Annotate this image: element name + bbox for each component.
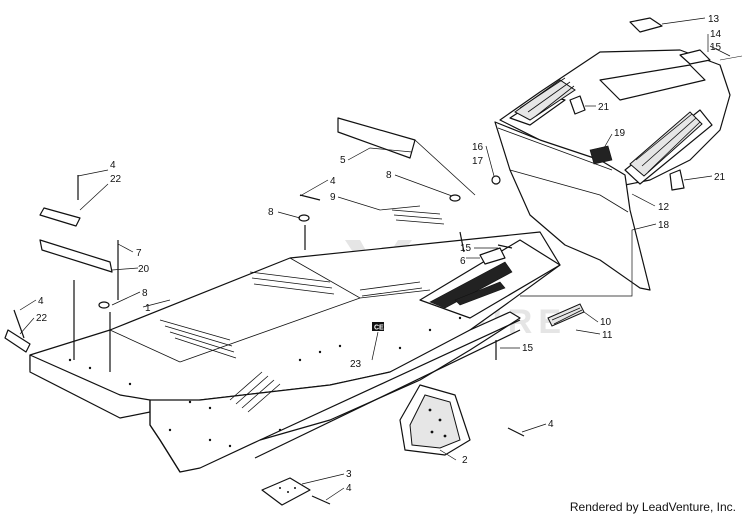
callout-4-lower-left: 4 — [38, 296, 44, 307]
snow-flap — [494, 121, 651, 291]
callout-labels: 13 14 15 21 19 16 17 21 12 18 5 8 4 9 8 … — [36, 14, 726, 494]
tunnel-frame — [29, 209, 561, 473]
callout-13: 13 — [708, 14, 720, 25]
decal-strip — [337, 117, 476, 196]
cap-13-part — [629, 17, 663, 33]
callout-20: 20 — [138, 264, 150, 275]
callout-21: 21 — [598, 102, 610, 113]
callout-22-lower-left: 22 — [36, 313, 48, 324]
callout-19: 19 — [614, 128, 626, 139]
callout-9: 9 — [330, 192, 336, 203]
reflector-plate — [261, 477, 311, 506]
callout-16: 16 — [472, 142, 484, 153]
callout-21-right: 21 — [714, 172, 726, 183]
callout-4-mid: 4 — [330, 176, 336, 187]
callout-7: 7 — [136, 248, 142, 259]
callout-1: 1 — [145, 303, 151, 314]
hitch-bracket — [399, 384, 471, 456]
screw-15-part — [719, 55, 743, 61]
render-credit: Rendered by LeadVenture, Inc. — [569, 500, 736, 514]
callout-6: 6 — [460, 256, 466, 267]
rear-extension — [419, 239, 561, 319]
callout-22-left: 22 — [110, 174, 122, 185]
callout-4-bottom: 4 — [346, 483, 352, 494]
callout-17: 17 — [472, 156, 484, 167]
callout-10: 10 — [600, 317, 612, 328]
cap-14-part — [679, 49, 711, 65]
callout-15-lower: 15 — [522, 343, 534, 354]
callout-15-mid: 15 — [460, 243, 472, 254]
leader-lines — [19, 17, 731, 501]
callout-23: 23 — [350, 359, 362, 370]
callout-5: 5 — [340, 155, 346, 166]
ce-label: CE — [372, 322, 384, 332]
callout-12: 12 — [658, 202, 670, 213]
callout-3: 3 — [346, 469, 352, 480]
callout-8-left: 8 — [142, 288, 148, 299]
callout-8-mid: 8 — [268, 207, 274, 218]
callout-2: 2 — [462, 455, 468, 466]
callout-4-left: 4 — [110, 160, 116, 171]
ce-label-text: CE — [374, 325, 384, 332]
rear-bumper — [499, 49, 731, 186]
callout-18: 18 — [658, 220, 670, 231]
callout-11: 11 — [602, 330, 613, 341]
callout-14: 14 — [710, 29, 722, 40]
callout-15: 15 — [710, 42, 722, 53]
callout-8-top: 8 — [386, 170, 392, 181]
callout-4-right: 4 — [548, 419, 554, 430]
small-hardware — [4, 17, 743, 505]
